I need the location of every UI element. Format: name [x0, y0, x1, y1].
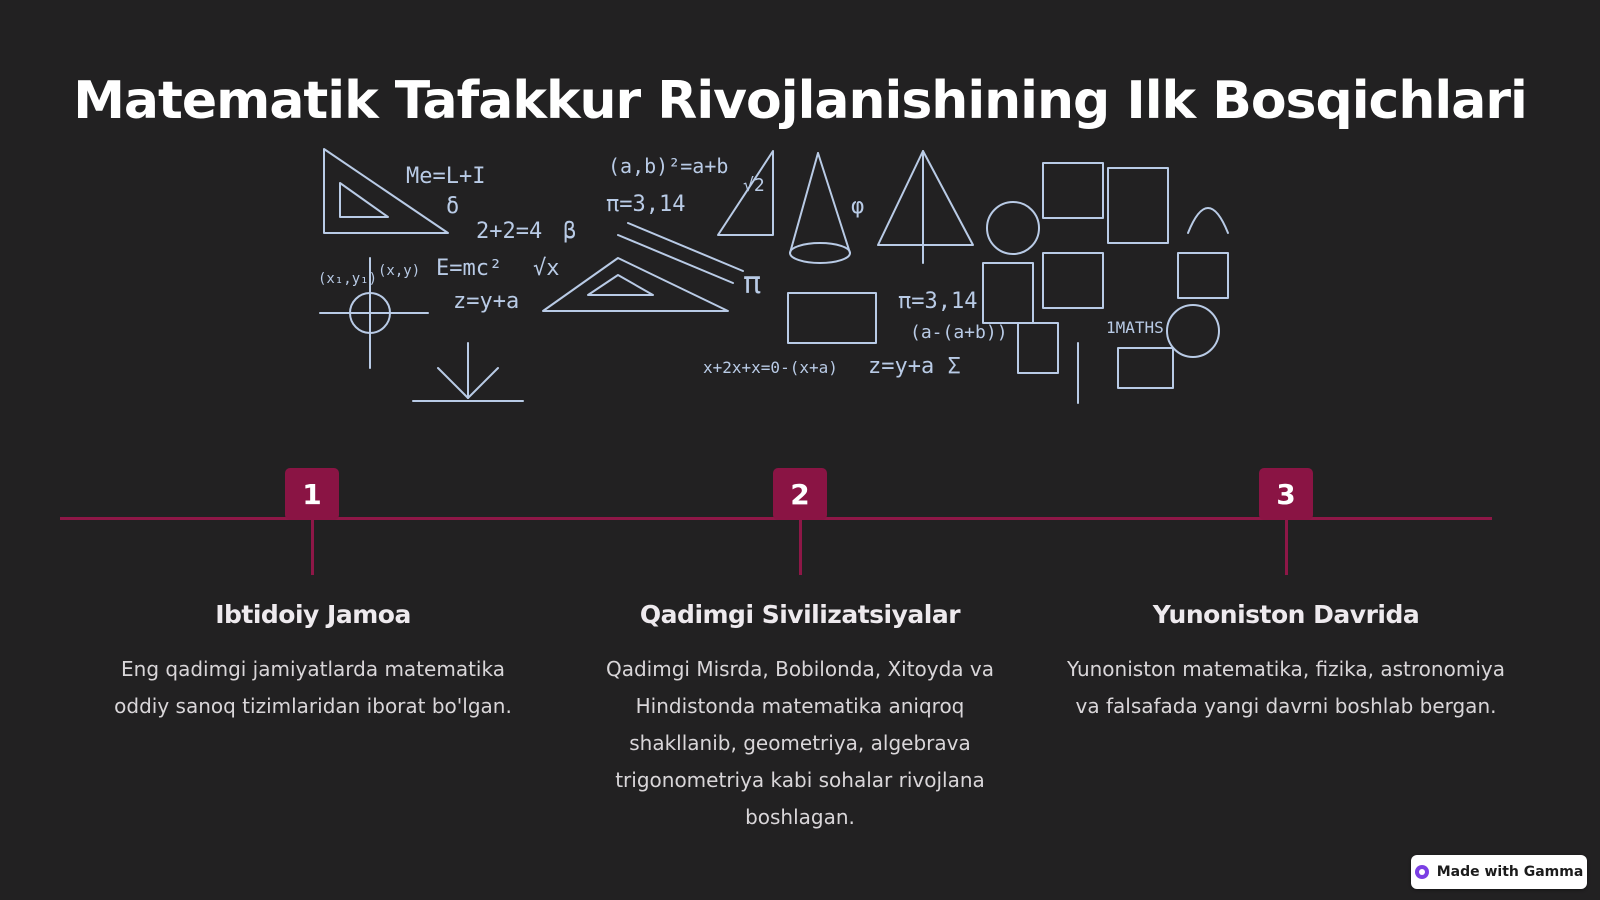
made-with-gamma-badge[interactable]: Made with Gamma: [1411, 855, 1587, 889]
formula-text: φ: [851, 194, 864, 219]
gamma-logo-icon: [1414, 865, 1429, 879]
math-doodle-illustration: Me=L+I (a,b)²=a+b π=3,14 2+2=4 E=mc² √x …: [318, 143, 1270, 411]
formula-text: π=3,14: [606, 192, 685, 217]
formula-text: E=mc²: [436, 256, 502, 281]
timeline-heading: Qadimgi Sivilizatsiyalar: [639, 600, 961, 629]
formula-text: √x: [533, 256, 560, 281]
formula-text: π: [743, 266, 761, 301]
formula-text: π=3,14: [898, 289, 977, 314]
formula-text: x+2x+x=0-(x+a): [703, 358, 838, 377]
timeline-marker-2: 2: [773, 468, 827, 520]
formula-text: 2+2=4: [476, 219, 542, 244]
formula-text: z=y+a Σ: [868, 354, 961, 379]
formula-text: (x₁,y₁): [318, 271, 377, 287]
timeline-item-3: Yunoniston Davrida Yunoniston matematika…: [1066, 600, 1506, 725]
badge-label: Made with Gamma: [1436, 864, 1584, 880]
formula-text: Me=L+I: [406, 164, 485, 189]
timeline-heading: Ibtidoiy Jamoa: [215, 600, 411, 629]
formula-text: 1MATHS: [1106, 318, 1164, 337]
timeline-stem: [311, 520, 314, 575]
timeline-heading: Yunoniston Davrida: [1152, 600, 1420, 629]
formula-text: z=y+a: [453, 289, 519, 314]
formula-text: (x,y): [378, 263, 420, 279]
timeline-stem: [1285, 520, 1288, 575]
page-title: Matematik Tafakkur Rivojlanishining Ilk …: [73, 70, 1528, 131]
timeline-marker-1: 1: [285, 468, 339, 520]
timeline-description: Qadimgi Misrda, Bobilonda, Xitoyda va Hi…: [605, 657, 995, 829]
timeline-stem: [799, 520, 802, 575]
formula-text: δ: [446, 194, 459, 219]
timeline-description: Eng qadimgi jamiyatlarda matematika oddi…: [114, 657, 512, 718]
timeline-item-2: Qadimgi Sivilizatsiyalar Qadimgi Misrda,…: [580, 600, 1020, 836]
timeline-marker-3: 3: [1259, 468, 1313, 520]
formula-text: (a,b)²=a+b: [608, 154, 728, 178]
formula-text: (a-(a+b)): [910, 322, 1008, 343]
timeline-item-1: Ibtidoiy Jamoa Eng qadimgi jamiyatlarda …: [93, 600, 533, 725]
formula-text: √2: [743, 175, 765, 196]
formula-text: β: [563, 219, 576, 244]
timeline-description: Yunoniston matematika, fizika, astronomi…: [1067, 657, 1505, 718]
